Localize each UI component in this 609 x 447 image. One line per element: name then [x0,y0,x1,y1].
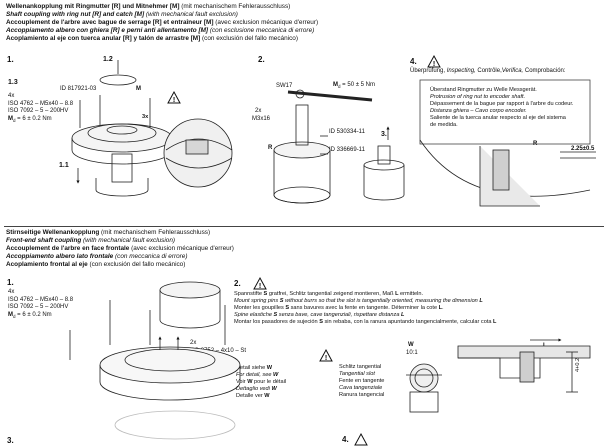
s1-step2-sub3: 3. [381,131,387,138]
s1-step2-id1: ID 530334-11 [329,129,365,135]
s2-detail-line: Detail siehe W [236,365,273,371]
front-coupling-drawing [69,281,241,440]
s2-step2-qty: 2x [190,340,197,346]
s1-step4-line: Saliente de la tuerca anular respecto al… [430,115,566,121]
svg-text:!: ! [325,355,327,362]
svg-text:!: ! [173,97,175,104]
s1-step4-dim: 2.25±0.5 [571,146,595,152]
s1-step2-r: R [268,145,273,151]
s1-step2-id2: ID 336669-11 [329,147,365,153]
s1-step4-line: de medida. [430,122,458,128]
section2-header: Stirnseitige Wellenankopplung (mit mecha… [6,229,596,269]
s2-step2-number: 2. [234,279,241,288]
s1-step4-line: Protrusion of ring nut to encoder shaft. [430,94,526,100]
s1-title-en: Shaft coupling with ring nut [R] and cat… [6,11,238,18]
warning-icon: ! [319,348,333,362]
s2-detail-line: For detail, see W [236,372,279,378]
s1-torque: Md = 6 ± 0.2 Nm [8,115,52,123]
s1-id-label: ID 817921-03 [60,86,97,92]
section-divider [4,226,604,227]
s2-step2-line: Spannstifte S gratfrei, Schlitz tangenti… [234,291,424,297]
s2-slot-line: Ranura tangencial [339,392,385,398]
s2-step2-line: Monter les goupilles S sans bavures avec… [234,305,444,311]
s2-step1-number: 1. [7,278,14,287]
s2-slot-line: Cava tangenziale [339,385,383,391]
s1-title-de: Wellenankopplung mit Ringmutter [R] und … [6,3,291,10]
s1-step4-line: Distanza ghiera – Cavo corpo encoder. [430,108,527,114]
s1-step1-block: 4x ISO 4762 – M5x40 – 8.8 ISO 7092 – 5 –… [8,93,73,124]
s1-step1-sub11: 1.1 [59,162,69,169]
s1-iso-washer: ISO 7092 – 5 – 200HV [8,108,69,114]
s2-slot-line: Schlitz tangential [339,364,382,370]
s2-step2-line: Montar los pasadores de sujeción S sin r… [234,319,497,325]
svg-text:!: ! [433,61,435,68]
s1-iso-screw: ISO 4762 – M5x40 – 8.8 [8,100,74,107]
s2-title-es: Acoplamiento frontal al eje (con exclusi… [6,261,186,268]
s2-w-label: W [408,342,414,348]
section1-header: Wellenankopplung mit Ringmutter [R] und … [6,3,596,43]
s2-step2-line: Spine elastiche S senza bave, cave tange… [234,312,405,318]
s1-step4-line: Überstand Ringmutter zu Welle Messgerät. [430,87,537,93]
s2-detail: Detail siehe W For detail, see W Voir W … [236,365,286,400]
s1-step1-sub13: 1.3 [8,79,18,86]
s2-slot-line: Fente en tangente [339,378,385,384]
s1-sw17: SW17 [276,83,293,89]
warning-icon: ! [427,54,441,68]
warning-icon [354,432,368,446]
s1-step1-sub12: 1.2 [103,56,113,63]
s2-iso-screw: ISO 4762 – M5x40 – 8.8 [8,296,74,303]
s2-step4-number: 4. [342,435,349,444]
s1-qty: 4x [8,93,15,99]
s2-title-de: Stirnseitige Wellenankopplung (mit mecha… [6,229,211,236]
s1-step4-line: Dépassement de la bague par rapport à l'… [430,101,574,107]
s1-title-es: Acoplamiento al eje con tuerca anular [R… [6,35,298,42]
s2-step2-line: Mount spring pins S without burrs so tha… [234,298,483,304]
s2-scale: 10:1 [406,350,418,356]
s2-qty: 4x [8,289,15,295]
s2-step1-block: 4x ISO 4762 – M5x40 – 8.8 ISO 7092 – 5 –… [8,289,73,320]
s2-slot-line: Tangential slot [339,371,375,377]
s2-iso-washer: ISO 7092 – 5 – 200HV [8,304,69,310]
s1-step1-number: 1. [7,55,14,64]
s1-3x-a: 3x [142,114,149,120]
s1-step2-torque: Md = 50 ± 5 Nm [333,82,375,90]
detail-sphere-drawing [163,118,233,188]
encoder-flange-drawing [71,60,173,197]
s1-title-fr: Accouplement de l'arbre avec bague de se… [6,19,319,26]
s2-step3-number: 3. [7,436,14,445]
s2-title-en: Front-end shaft coupling (with mechanica… [6,237,176,244]
s2-title-it: Accoppiamento albero lato frontale (con … [6,253,188,260]
s2-torque: Md = 6 ± 0.2 Nm [8,311,52,319]
s1-step2-qty: 2x [255,108,262,114]
s2-title-fr: Accouplement de l'arbre en face frontale… [6,245,234,252]
s1-step4-check: Überprüfung, Inspecting, Contrôle,Verifi… [410,68,566,74]
s1-step4-text: Überstand Ringmutter zu Welle Messgerät.… [430,87,574,129]
s1-step2-screw: M3x16 [252,116,271,122]
s2-detail-line: Detalle ver W [236,393,270,399]
s1-step4-number: 4. [410,57,417,66]
s2-slot: Schlitz tangential Tangential slot Fente… [339,364,384,399]
slot-detail-drawing [406,363,442,413]
warning-icon: ! [253,276,267,290]
s2-detail-line: Dettaglio vedi W [236,386,277,392]
ring-nut-check-drawing [363,126,405,201]
warning-icon: ! [167,90,181,104]
s1-m-label: M [136,86,141,92]
s1-title-it: Accoppiamento albero con ghiera [R] e pe… [6,27,315,34]
s2-step2-text: Spannstifte S gratfrei, Schlitz tangenti… [234,291,496,326]
s2-detail-line: Voir W pour le détail [236,379,287,385]
svg-text:!: ! [259,283,261,290]
s1-step2-number: 2. [258,55,265,64]
protrusion-detail-drawing [419,79,596,207]
ring-nut-assembly-drawing [273,89,373,204]
pin-section-drawing [457,338,591,393]
